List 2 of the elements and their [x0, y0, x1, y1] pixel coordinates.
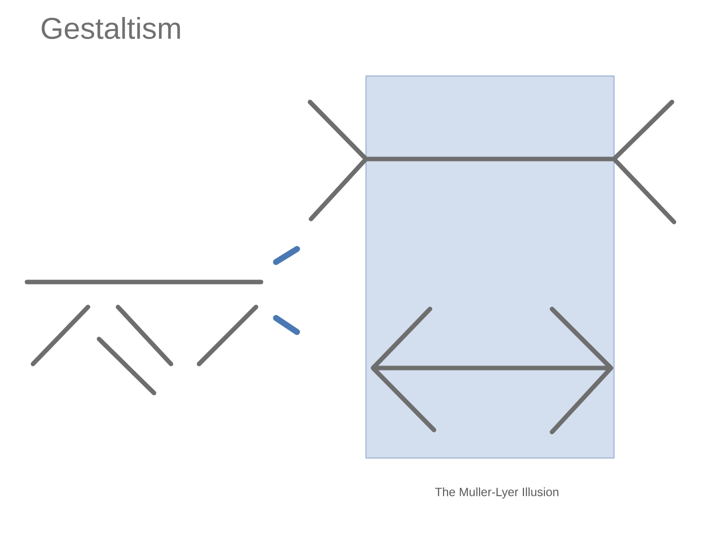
caption: The Muller-Lyer Illusion [435, 487, 558, 499]
title: Gestaltism [42, 16, 180, 40]
